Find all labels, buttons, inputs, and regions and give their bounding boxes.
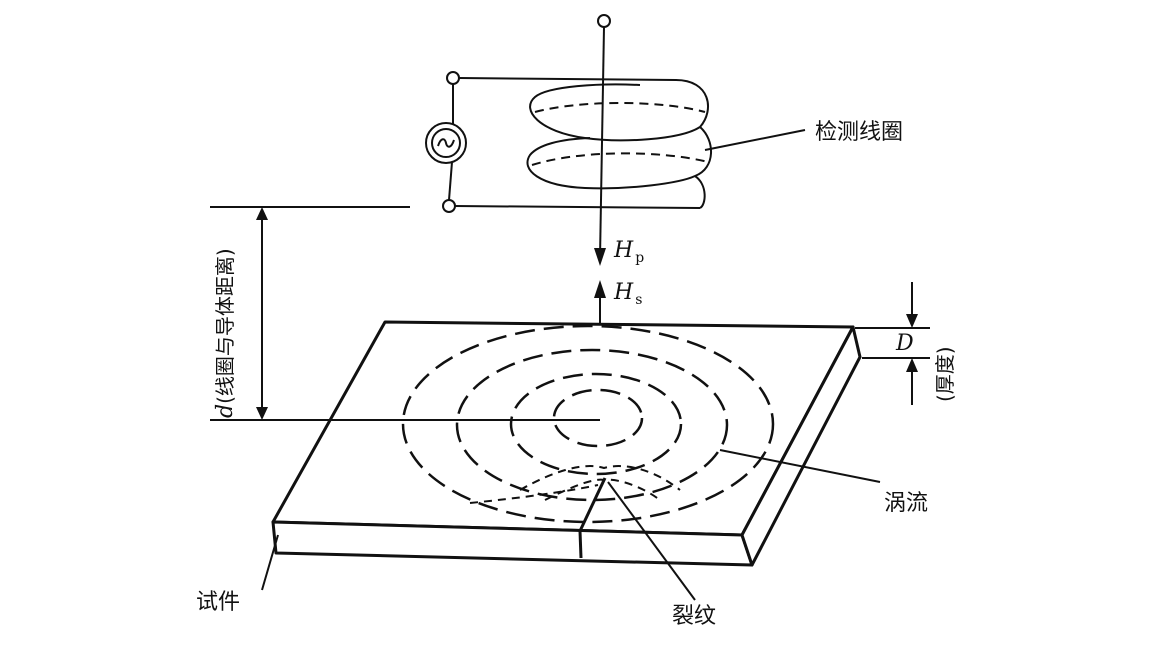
wire-left-lower — [448, 161, 453, 201]
eddy-label: 涡流 — [884, 491, 929, 516]
ac-source-icon — [425, 122, 467, 164]
eddy-loop-2 — [509, 372, 683, 476]
coil-winding-1 — [529, 79, 709, 142]
coil-callout — [704, 129, 806, 151]
hp-symbol: H — [614, 238, 634, 263]
distance-symbol: d — [213, 403, 238, 418]
wire-top — [458, 77, 677, 81]
specimen-label: 试件 — [196, 590, 241, 615]
wire-bottom — [454, 205, 701, 209]
eddy-loop-1 — [552, 388, 644, 448]
distance-label: d(线圈与导体距离) — [213, 248, 238, 418]
hs-subscript: s — [635, 292, 643, 308]
thickness-label: (厚度) — [933, 346, 957, 402]
wire-terminal-top — [446, 71, 460, 85]
distance-description: (线圈与导体距离) — [213, 248, 237, 404]
coil-winding-2 — [526, 126, 712, 190]
eddy-loop-4 — [401, 324, 775, 524]
plate-side — [740, 325, 862, 567]
eddy-callout — [719, 449, 881, 483]
crack-front — [578, 530, 583, 559]
probe-terminal — [597, 14, 611, 28]
crack-distortion — [469, 465, 681, 504]
crack-callout — [607, 481, 696, 601]
hp-arrow-head — [594, 248, 606, 266]
callout-lines — [261, 449, 881, 601]
specimen-plate — [271, 320, 862, 567]
wire-terminal-bottom — [442, 199, 456, 213]
eddy-current-loops — [401, 324, 775, 524]
thickness-symbol: D — [896, 331, 914, 356]
hs-arrow-head — [594, 280, 606, 298]
coil-label: 检测线圈 — [815, 120, 904, 145]
coil-back-1 — [534, 102, 706, 113]
hp-subscript: p — [635, 250, 645, 266]
coil-back-2 — [531, 152, 709, 166]
coil-winding-3 — [694, 175, 706, 209]
crack-top — [578, 477, 607, 532]
specimen-callout — [261, 534, 279, 591]
coil-circuit — [425, 14, 806, 213]
distance-dimension — [210, 206, 600, 421]
crack-label: 裂纹 — [672, 604, 717, 629]
eddy-loop-3 — [455, 348, 729, 502]
hs-symbol: H — [614, 280, 634, 305]
thickness-dimension — [855, 282, 930, 405]
